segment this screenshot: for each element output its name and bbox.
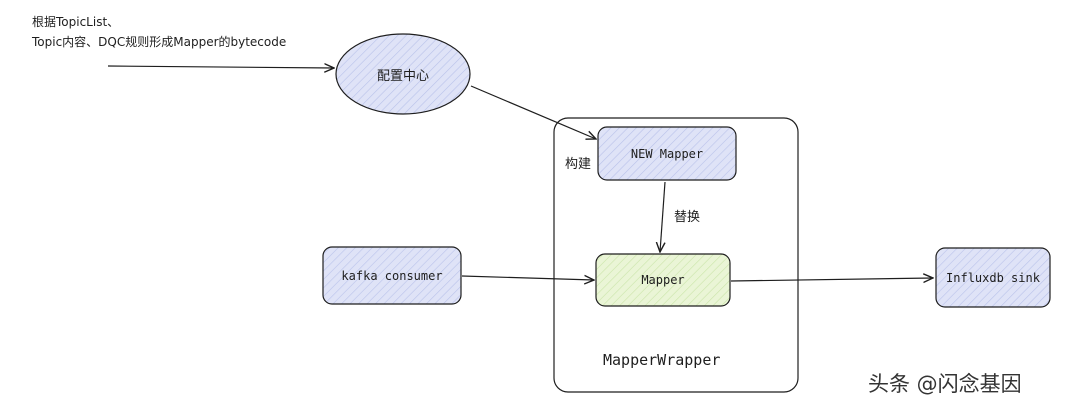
influxdb-sink-node [935,247,1051,308]
arrow-note-to-config [107,66,334,68]
mapper-label: Mapper [641,273,685,287]
config-center-node [335,33,471,115]
kafka-consumer-node [322,246,462,305]
influxdb-sink-label: Influxdb sink [946,270,1040,285]
kafka-consumer-label: kafka consumer [341,268,443,283]
mapper-wrapper-title: MapperWrapper [603,351,721,369]
config-center-label: 配置中心 [376,68,429,84]
build-edge-label: 构建 [565,157,592,172]
arrow-config-to-new-mapper [470,85,596,139]
replace-edge-label: 替换 [674,210,701,225]
mapper-node [595,253,731,307]
note-line-1: 根据TopicList、 [32,15,120,29]
watermark: 头条 @闪念基因 [868,372,1022,396]
note-line-2: Topic内容、DQC规则形成Mapper的bytecode [32,35,287,49]
arrow-new-mapper-to-mapper [660,181,665,252]
new-mapper-label: NEW Mapper [630,146,704,161]
arrow-mapper-to-sink [730,278,933,281]
mapper-wrapper-container [553,117,799,393]
new-mapper-node [597,126,737,181]
arrow-kafka-to-mapper [461,276,594,280]
